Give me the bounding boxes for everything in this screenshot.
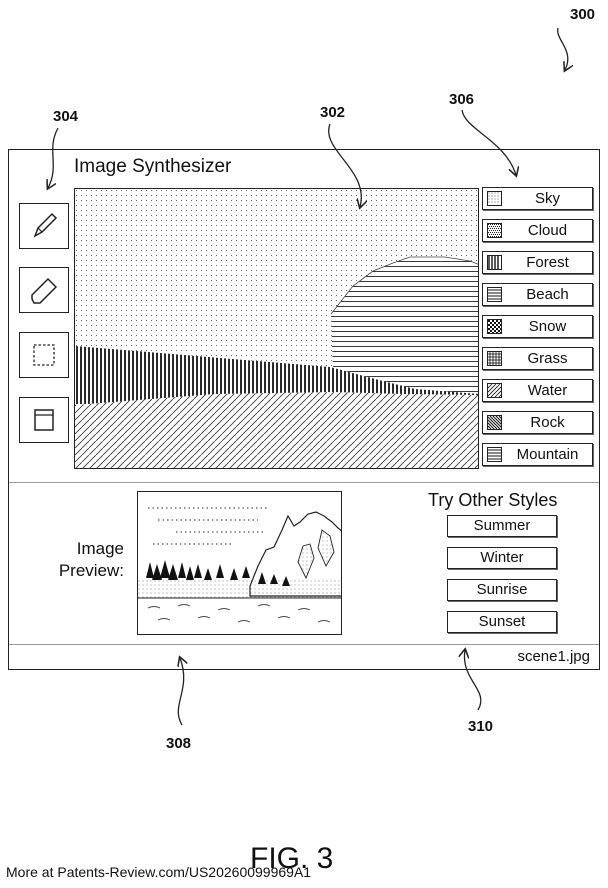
- label-button-text: Water: [527, 382, 568, 399]
- status-divider: [9, 644, 599, 645]
- style-winter-button[interactable]: Winter: [447, 547, 557, 569]
- label-button-text: Grass: [527, 350, 568, 367]
- label-button-rock[interactable]: Rock: [474, 411, 593, 434]
- ref-300: 300: [570, 6, 596, 23]
- swatch-icon: [487, 351, 502, 366]
- try-other-styles-heading: Try Other Styles: [428, 490, 558, 510]
- label-button-text: Beach: [526, 286, 569, 303]
- swatch-icon: [487, 191, 502, 206]
- ref-304: 304: [53, 108, 79, 125]
- swatch-icon: [487, 287, 502, 302]
- label-button-forest[interactable]: Forest: [482, 251, 593, 274]
- ref-306: 306: [449, 91, 475, 108]
- app-title: Image Synthesizer: [74, 156, 232, 177]
- divider: [9, 482, 599, 483]
- swatch-icon: [487, 447, 502, 462]
- label-button-text: Cloud: [527, 222, 568, 239]
- label-button-text: Mountain: [516, 446, 579, 463]
- select-tool-button[interactable]: [19, 332, 69, 378]
- app-window: [8, 149, 600, 670]
- status-filename: scene1.jpg: [517, 648, 590, 665]
- label-button-sky[interactable]: Sky: [482, 187, 593, 210]
- style-sunset-button[interactable]: Sunset: [447, 611, 557, 633]
- label-button-mountain[interactable]: Mountain: [482, 443, 593, 466]
- swatch-icon: [487, 319, 502, 334]
- label-button-text: Rock: [530, 414, 565, 431]
- eraser-icon: [31, 277, 58, 304]
- label-button-text: Sky: [534, 190, 560, 207]
- swatch-icon: [487, 255, 502, 270]
- segmentation-map: [75, 189, 478, 468]
- select-rect-icon: [33, 344, 55, 366]
- preview-image: [138, 507, 341, 623]
- style-sunrise-button[interactable]: Sunrise: [447, 579, 557, 601]
- drawing-canvas[interactable]: [74, 188, 479, 469]
- swatch-icon: [474, 415, 513, 430]
- pencil-icon: [33, 212, 58, 238]
- ref-310: 310: [468, 718, 494, 735]
- label-button-text: Forest: [526, 254, 569, 271]
- image-preview-label: Image Preview:: [58, 539, 124, 580]
- label-button-snow[interactable]: Snow: [482, 315, 593, 338]
- label-button-grass[interactable]: Grass: [482, 347, 593, 370]
- image-preview: [137, 491, 342, 635]
- fill-icon: [34, 409, 54, 431]
- label-button-beach[interactable]: Beach: [482, 283, 593, 306]
- swatch-icon: [487, 223, 502, 238]
- style-summer-button[interactable]: Summer: [447, 515, 557, 537]
- label-button-water[interactable]: Water: [474, 379, 593, 402]
- eraser-tool-button[interactable]: [19, 267, 69, 313]
- label-button-text: Snow: [528, 318, 567, 335]
- footer-source: More at Patents-Review.com/US20260099969…: [6, 864, 312, 880]
- pencil-tool-button[interactable]: [19, 203, 69, 249]
- swatch-icon: [474, 383, 513, 398]
- ref-308: 308: [166, 735, 192, 752]
- fill-tool-button[interactable]: [19, 397, 69, 443]
- label-button-cloud[interactable]: Cloud: [482, 219, 593, 242]
- figure-caption: FIG. 3: [250, 842, 334, 875]
- ref-302: 302: [320, 104, 346, 121]
